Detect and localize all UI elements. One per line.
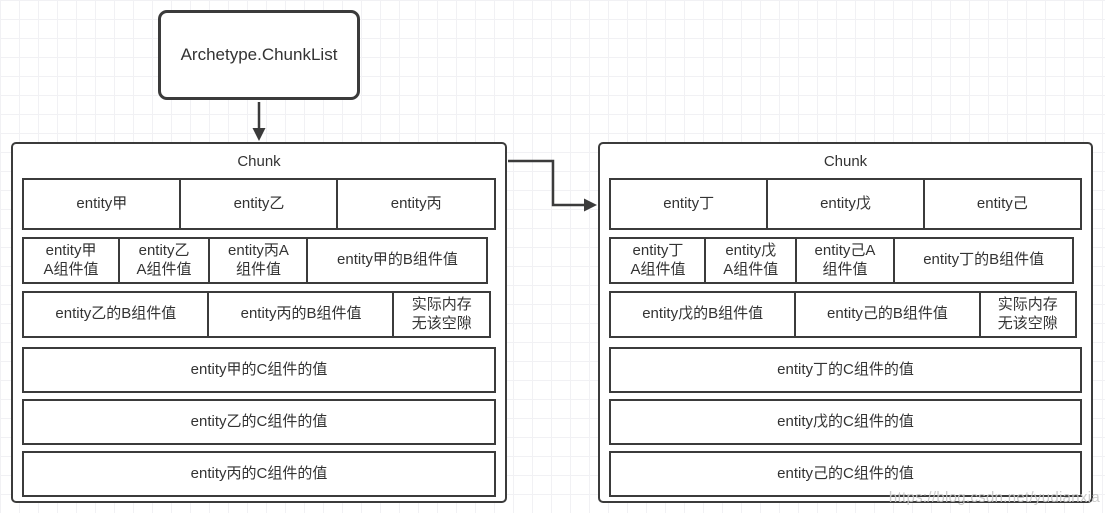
chunk-1-c-cell-3: entity丙的C组件的值 [22, 451, 496, 497]
chunk-1-component-a-row: entity甲 A组件值 entity乙 A组件值 entity丙A 组件值 e… [22, 237, 496, 284]
chunk-2-a-cell-1: entity丁 A组件值 [609, 237, 707, 284]
chunk-2-entity-cell-2: entity戊 [765, 178, 926, 230]
chunk-2-a-cell-3: entity己A 组件值 [794, 237, 896, 284]
chunk-1-a-cell-1: entity甲 A组件值 [22, 237, 121, 284]
chunk-2-b-cell-3: entity己的B组件值 [793, 291, 982, 338]
arrow-chunklist-to-chunk1-icon [252, 102, 266, 141]
watermark-url: https://blog.csdn.net/yudianxia [888, 489, 1100, 506]
arrow-chunk1-to-chunk2-icon [508, 159, 597, 212]
chunk-2-component-a-row: entity丁 A组件值 entity戊 A组件值 entity己A 组件值 e… [609, 237, 1082, 284]
chunk-2-memory-gap-cell: 实际内存 无该空隙 [978, 291, 1077, 338]
chunk-1-b-cell-2: entity乙的B组件值 [22, 291, 210, 338]
chunk-2-b-cell-1: entity丁的B组件值 [892, 237, 1075, 284]
chunk-2-component-c-row-2: entity戊的C组件的值 [609, 399, 1082, 445]
chunk-2-a-cell-2: entity戊 A组件值 [704, 237, 798, 284]
chunk-2-c-cell-1: entity丁的C组件的值 [609, 347, 1082, 393]
chunk-2-box: Chunk entity丁 entity戊 entity己 entity丁 A组… [598, 142, 1093, 503]
chunk-2-entity-cell-1: entity丁 [609, 178, 769, 230]
chunk-2-component-b-row: entity戊的B组件值 entity己的B组件值 实际内存 无该空隙 [609, 291, 1082, 338]
chunk-1-component-c-row-1: entity甲的C组件的值 [22, 347, 496, 393]
chunk-1-c-cell-2: entity乙的C组件的值 [22, 399, 496, 445]
chunk-2-c-cell-2: entity戊的C组件的值 [609, 399, 1082, 445]
chunk-2-b-cell-2: entity戊的B组件值 [609, 291, 797, 338]
chunk-2-c-cell-3: entity己的C组件的值 [609, 451, 1082, 497]
archetype-chunklist-box: Archetype.ChunkList [158, 10, 360, 100]
chunk-1-box: Chunk entity甲 entity乙 entity丙 entity甲 A组… [11, 142, 507, 503]
chunk-2-component-c-row-3: entity己的C组件的值 [609, 451, 1082, 497]
chunk-2-entity-cell-3: entity己 [922, 178, 1082, 230]
chunk-1-b-cell-1: entity甲的B组件值 [306, 237, 489, 284]
chunk-1-a-cell-2: entity乙 A组件值 [117, 237, 211, 284]
chunk-1-component-c-row-2: entity乙的C组件的值 [22, 399, 496, 445]
chunk-2-title: Chunk [823, 152, 868, 170]
chunk-1-entity-cell-1: entity甲 [22, 178, 182, 230]
chunk-1-entity-cell-3: entity丙 [336, 178, 497, 230]
chunk-1-a-cell-3: entity丙A 组件值 [208, 237, 309, 284]
chunk-1-memory-gap-cell: 实际内存 无该空隙 [392, 291, 491, 338]
chunk-2-entity-row: entity丁 entity戊 entity己 [609, 178, 1082, 230]
chunk-2-component-c-row-1: entity丁的C组件的值 [609, 347, 1082, 393]
chunk-1-entity-cell-2: entity乙 [179, 178, 339, 230]
chunk-1-component-c-row-3: entity丙的C组件的值 [22, 451, 496, 497]
archetype-chunklist-label: Archetype.ChunkList [180, 45, 338, 64]
chunk-1-entity-row: entity甲 entity乙 entity丙 [22, 178, 497, 230]
chunk-1-component-b-row: entity乙的B组件值 entity丙的B组件值 实际内存 无该空隙 [22, 291, 496, 338]
chunk-1-c-cell-1: entity甲的C组件的值 [22, 347, 496, 393]
chunk-1-title: Chunk [237, 152, 281, 170]
chunk-1-b-cell-3: entity丙的B组件值 [207, 291, 395, 338]
